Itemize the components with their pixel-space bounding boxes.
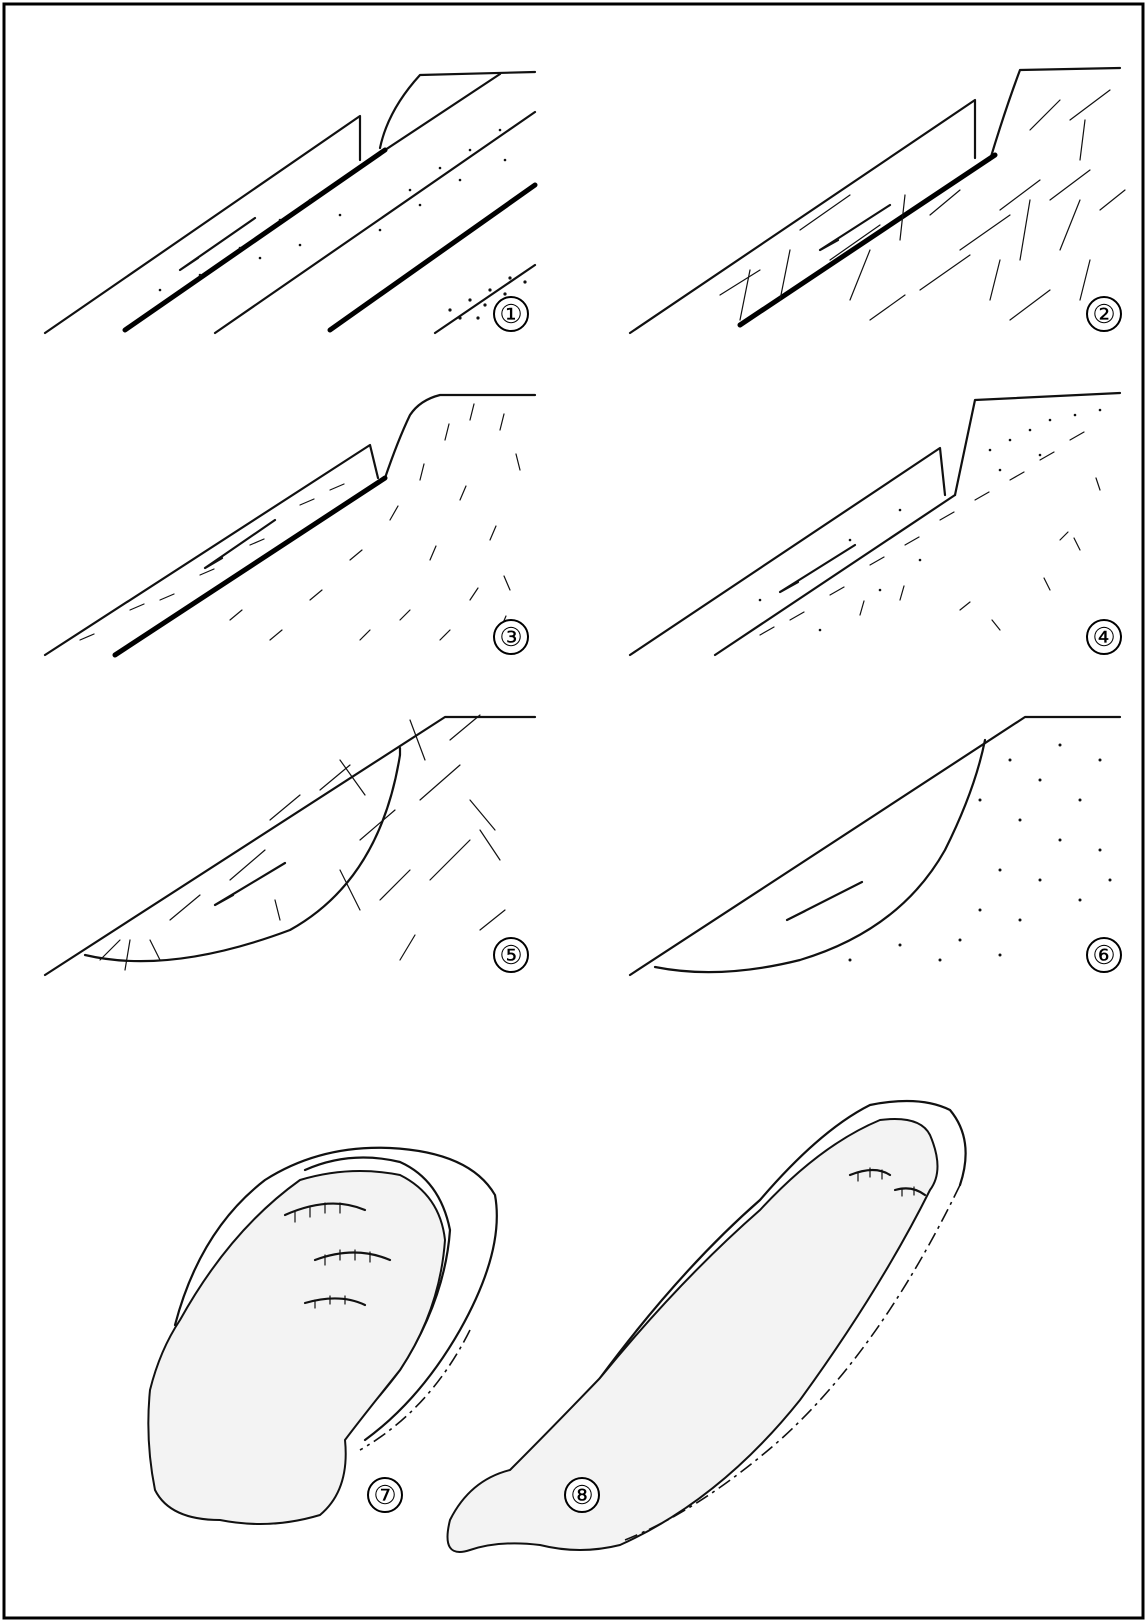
panel-4-weathered-texture	[759, 409, 1102, 635]
panel-7: ⑦	[148, 1148, 496, 1524]
svg-text:⑤: ⑤	[499, 941, 522, 971]
panel-6-movement-arrow	[787, 882, 862, 920]
panel-2-slip-surface	[740, 155, 995, 325]
panel-1-bed-line-2	[370, 74, 500, 160]
panel-1: ①	[45, 72, 535, 333]
svg-text:⑦: ⑦	[373, 1481, 396, 1511]
panel-1-slip-surface	[125, 150, 385, 330]
panel-5: ⑤	[45, 715, 535, 975]
panel-8-landslide-body	[448, 1119, 938, 1552]
panel-2-slope	[630, 100, 975, 333]
svg-text:④: ④	[1092, 623, 1115, 653]
panel-6-number-badge: ⑥	[1087, 938, 1121, 972]
panel-5-slope	[45, 717, 535, 975]
panel-1-movement-arrow	[180, 218, 255, 270]
panel-1-slope	[45, 116, 360, 333]
panel-5-movement-arrow	[215, 863, 285, 905]
panel-2-number-badge: ②	[1087, 297, 1121, 331]
panel-6-slope	[630, 717, 1120, 975]
svg-text:②: ②	[1092, 300, 1115, 330]
panel-1-number-badge: ①	[494, 297, 528, 331]
svg-text:①: ①	[499, 300, 522, 330]
panel-7-landslide-body	[148, 1171, 445, 1524]
panel-2: ②	[630, 68, 1125, 333]
panel-2-scarp	[990, 68, 1120, 160]
panel-4-slope	[630, 448, 945, 655]
panel-3-foliation-texture	[80, 404, 520, 640]
panel-5-joint-pattern	[100, 715, 505, 970]
panel-1-sandstone-stipple	[159, 129, 527, 320]
panel-5-number-badge: ⑤	[494, 938, 528, 972]
panel-3-number-badge: ③	[494, 620, 528, 654]
svg-text:⑥: ⑥	[1092, 941, 1115, 971]
panel-4-scarp	[955, 393, 1120, 495]
panel-5-slip-circle	[85, 748, 400, 961]
panel-1-scarp	[380, 72, 535, 148]
svg-text:⑧: ⑧	[570, 1481, 593, 1511]
panel-2-movement-arrow	[820, 205, 890, 250]
panel-3-scarp	[385, 395, 535, 478]
panel-8: ⑧	[448, 1101, 966, 1552]
panel-4: ④	[630, 393, 1121, 655]
panel-7-number-badge: ⑦	[368, 1478, 402, 1512]
panel-4-number-badge: ④	[1087, 620, 1121, 654]
panel-8-number-badge: ⑧	[565, 1478, 599, 1512]
panel-3-slope	[45, 445, 378, 655]
panel-6-soil-stipple	[849, 744, 1112, 962]
panel-3-slip-surface	[115, 478, 385, 655]
panel-6: ⑥	[630, 717, 1121, 975]
panel-3: ③	[45, 395, 535, 655]
svg-text:③: ③	[499, 623, 522, 653]
